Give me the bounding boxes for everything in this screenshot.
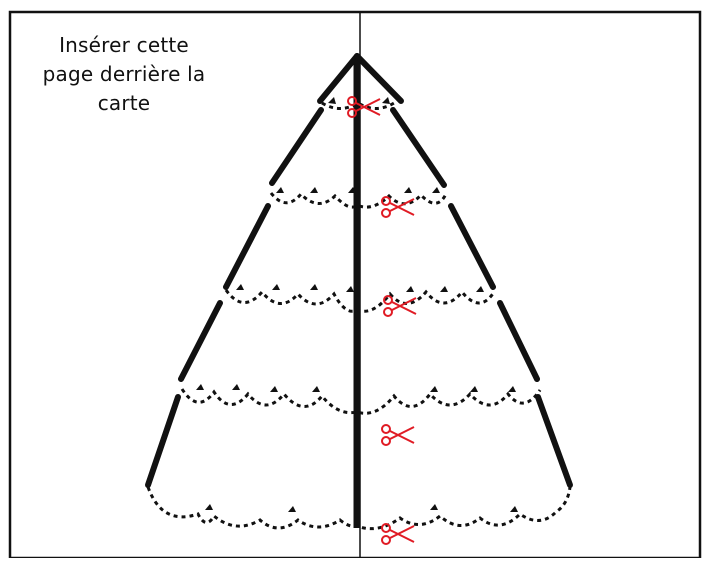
instruction-text: Insérer cette page derrière la carte	[42, 33, 206, 115]
tree-right-edges	[390, 107, 573, 488]
scissors-icon	[383, 295, 417, 317]
scissors-icon	[381, 424, 415, 446]
cut-lines	[146, 101, 572, 531]
scissors-icon	[381, 196, 415, 218]
scissors-icons	[347, 96, 417, 545]
scissors-icon	[347, 96, 381, 118]
tree-left-edges	[145, 107, 324, 488]
tree-apex-left	[317, 53, 360, 104]
scissors-icon	[381, 523, 415, 545]
cut-tick-marks	[196, 97, 518, 512]
tree-apex-right	[354, 53, 404, 104]
